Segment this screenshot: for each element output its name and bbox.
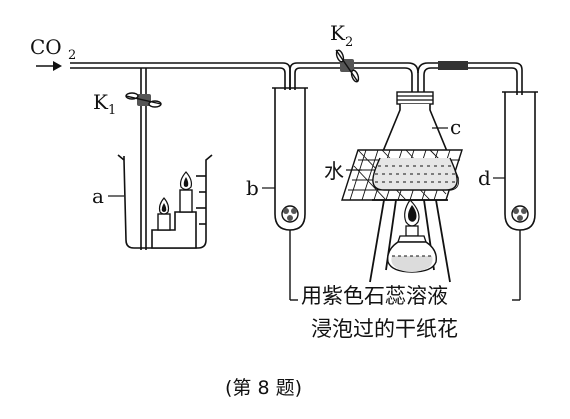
svg-text:CO: CO (30, 35, 62, 59)
k1-label: K 1 (93, 90, 116, 118)
svg-text:2: 2 (68, 48, 76, 63)
paper-flower-icon (281, 205, 299, 223)
candle-platform (151, 211, 197, 249)
note-line-1: 用紫色石蕊溶液 (301, 284, 448, 308)
note-line-2: 浸泡过的干纸花 (311, 317, 458, 341)
co2-label: CO 2 (30, 35, 76, 63)
candle-high (179, 171, 193, 213)
k2-label: K 2 (330, 21, 353, 50)
candle-low (157, 197, 171, 231)
label-water: 水 (324, 159, 344, 183)
pinch-clamp-k2 (335, 49, 360, 83)
rubber-connector (438, 61, 468, 70)
label-a: a (92, 184, 104, 208)
label-d: d (478, 166, 491, 190)
note-bracket (289, 230, 521, 301)
svg-text:K: K (330, 21, 346, 45)
svg-text:1: 1 (108, 103, 116, 118)
label-b: b (246, 176, 259, 200)
svg-text:2: 2 (345, 35, 353, 50)
gas-inlet-arrow (36, 61, 62, 71)
wire-gauze (341, 149, 463, 201)
figure-caption: (第 8 题) (225, 377, 302, 399)
paper-flower-icon-d (511, 205, 529, 223)
pinch-clamp-k1 (125, 92, 162, 108)
label-c: c (450, 115, 461, 139)
svg-text:K: K (93, 90, 109, 114)
alcohol-lamp-icon (387, 199, 437, 273)
